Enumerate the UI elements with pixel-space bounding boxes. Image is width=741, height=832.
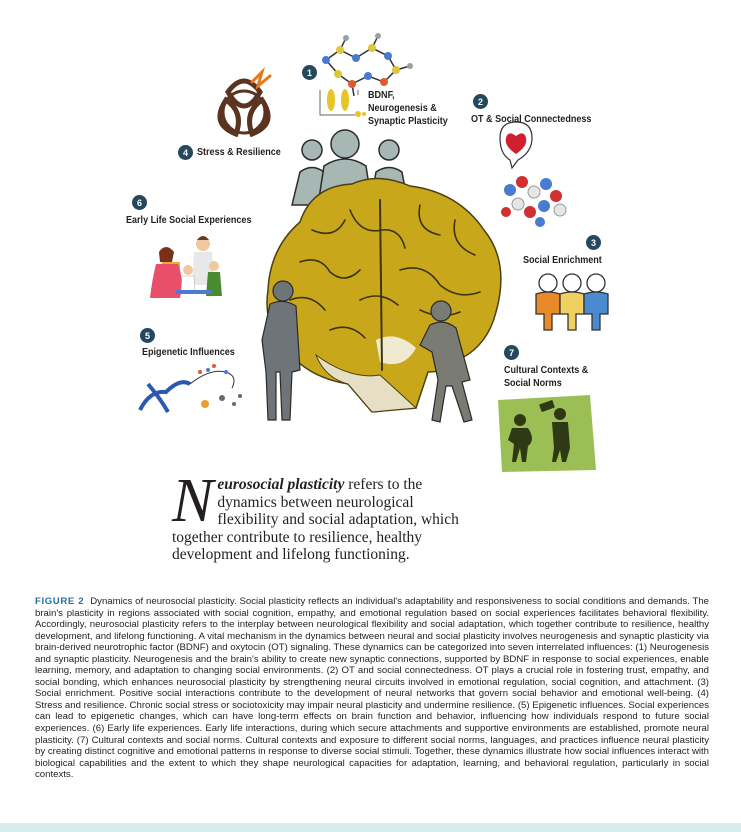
- figure-illustration: 1 2 3 4 5 6 7 BDNF, Neurogenesis & Synap…: [126, 33, 609, 472]
- influence-label-5: Epigenetic Influences: [142, 346, 235, 358]
- person-right-icon: [419, 300, 473, 423]
- caption-text: Dynamics of neurosocial plasticity. Soci…: [35, 596, 709, 781]
- figure-artwork: [138, 33, 609, 472]
- influence-badge-6: 6: [132, 195, 147, 210]
- dna-strand-icon: [138, 364, 242, 413]
- quote-emphasis: eurosocial plasticity: [217, 476, 345, 493]
- influence-badge-2: 2: [473, 94, 488, 109]
- cultural-context-icon: [498, 395, 596, 472]
- triquetra-icon: [217, 66, 272, 138]
- footer-bar: [0, 823, 741, 832]
- influence-badge-4: 4: [178, 145, 193, 160]
- figure-label: FIGURE 2: [35, 596, 85, 607]
- influence-label-6: Early Life Social Experiences: [126, 214, 252, 226]
- drop-cap: N: [172, 467, 214, 535]
- bdnf-molecule-icon: [319, 33, 413, 117]
- influence-label-3: Social Enrichment: [523, 254, 602, 266]
- influence-badge-5: 5: [140, 328, 155, 343]
- influence-label-1: BDNF, Neurogenesis & Synaptic Plasticity: [368, 89, 448, 127]
- influence-badge-3: 3: [586, 235, 601, 250]
- heart-molecule-icon: [499, 121, 567, 227]
- influence-badge-1: 1: [302, 65, 317, 80]
- quote-text: refers to the dynamics between neurologi…: [172, 476, 459, 563]
- influence-label-4: Stress & Resilience: [197, 146, 281, 158]
- family-icon: [150, 236, 222, 298]
- person-left-icon: [261, 280, 301, 421]
- influence-badge-7: 7: [504, 345, 519, 360]
- influence-label-2: OT & Social Connectedness: [471, 113, 592, 125]
- social-enrichment-icon: [535, 273, 609, 331]
- influence-label-7: Cultural Contexts & Social Norms: [504, 364, 589, 389]
